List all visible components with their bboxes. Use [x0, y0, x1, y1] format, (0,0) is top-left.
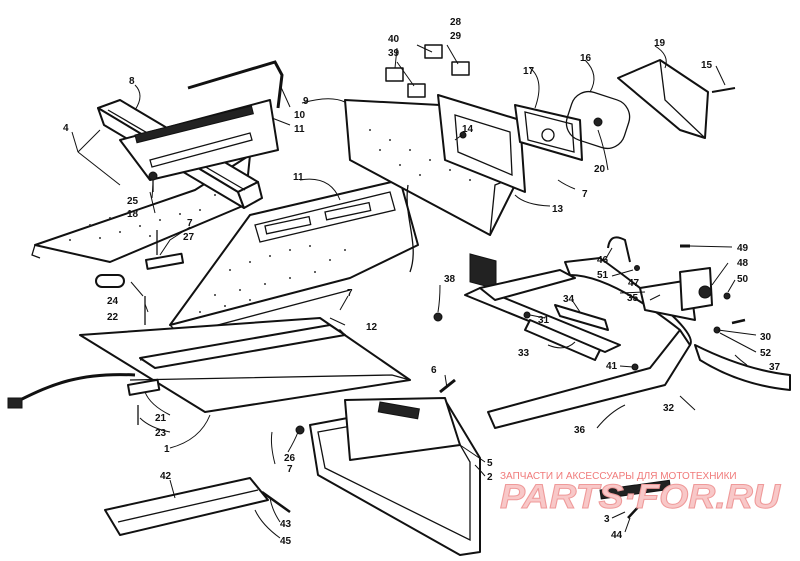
- label-22: 22: [107, 312, 119, 323]
- label-49: 49: [737, 243, 749, 254]
- wire-cable: [7, 373, 136, 409]
- label-29: 29: [450, 31, 462, 42]
- label-24: 24: [107, 296, 119, 307]
- label-41: 41: [606, 361, 618, 372]
- label-33: 33: [518, 348, 530, 359]
- label-51: 51: [597, 270, 609, 281]
- label-18: 18: [127, 209, 139, 220]
- watermark: ЗАПЧАСТИ И АКСЕССУАРЫ ДЛЯ МОТОТЕХНИКИ PA…: [500, 471, 783, 517]
- upper-bracket-panel: [119, 99, 279, 181]
- bolts-6-26: [295, 378, 456, 435]
- label-47: 47: [628, 278, 640, 289]
- label-44: 44: [611, 530, 623, 541]
- label-40: 40: [388, 34, 400, 45]
- decals: [385, 44, 470, 98]
- label-45: 45: [280, 536, 292, 547]
- label-26: 26: [284, 453, 296, 464]
- hitch-frame: [433, 269, 639, 371]
- label-10: 10: [294, 110, 306, 121]
- label-7-center: 7: [347, 288, 353, 299]
- label-42: 42: [160, 471, 172, 482]
- label-36: 36: [574, 425, 586, 436]
- label-21: 21: [155, 413, 167, 424]
- label-23: 23: [155, 428, 167, 439]
- label-4: 4: [63, 123, 69, 134]
- label-50: 50: [737, 274, 749, 285]
- part-labels: 4 8 10 11 9 11 25 18 7 27 24 22 7 12 21 …: [63, 17, 781, 547]
- lower-bracket: [104, 477, 291, 536]
- label-8: 8: [129, 76, 135, 87]
- label-7-upper-left: 7: [187, 218, 193, 229]
- floor-plate: [79, 317, 411, 413]
- label-12: 12: [366, 322, 378, 333]
- label-19: 19: [654, 38, 666, 49]
- label-9: 9: [303, 96, 309, 107]
- hinged-door: [309, 397, 481, 556]
- taillight-housing: [437, 94, 526, 290]
- label-3: 3: [604, 514, 610, 525]
- label-6: 6: [431, 365, 437, 376]
- label-43: 43: [280, 519, 292, 530]
- label-35: 35: [627, 293, 639, 304]
- label-15: 15: [701, 60, 713, 71]
- label-17: 17: [523, 66, 535, 77]
- small-hardware-left: [95, 230, 185, 425]
- label-52: 52: [760, 348, 772, 359]
- label-7-lower: 7: [287, 464, 293, 475]
- label-28: 28: [450, 17, 462, 28]
- label-11-upper: 11: [294, 124, 305, 135]
- label-39: 39: [388, 48, 400, 59]
- label-32: 32: [663, 403, 675, 414]
- taillight-lens: [514, 59, 736, 161]
- hitch-latch: [607, 236, 746, 334]
- label-2: 2: [487, 472, 493, 483]
- label-5: 5: [487, 458, 493, 469]
- label-31: 31: [538, 315, 550, 326]
- label-14: 14: [462, 124, 474, 135]
- label-34: 34: [563, 294, 575, 305]
- bolt-44-3: [599, 479, 672, 519]
- label-20: 20: [594, 164, 606, 175]
- label-13: 13: [552, 204, 564, 215]
- handle-rod: [187, 60, 284, 109]
- watermark-logo: PARTS·FOR.RU: [500, 478, 782, 516]
- label-11-center: 11: [293, 172, 304, 183]
- label-48: 48: [737, 258, 749, 269]
- label-1: 1: [164, 444, 170, 455]
- watermark-tagline: ЗАПЧАСТИ И АКСЕССУАРЫ ДЛЯ МОТОТЕХНИКИ: [500, 471, 737, 482]
- label-25: 25: [127, 196, 139, 207]
- label-27: 27: [183, 232, 195, 243]
- label-7-taillight: 7: [582, 189, 588, 200]
- label-30: 30: [760, 332, 772, 343]
- label-16: 16: [580, 53, 592, 64]
- label-38: 38: [444, 274, 456, 285]
- label-46: 46: [597, 255, 609, 266]
- leader-lines: [71, 44, 757, 539]
- label-37: 37: [769, 362, 781, 373]
